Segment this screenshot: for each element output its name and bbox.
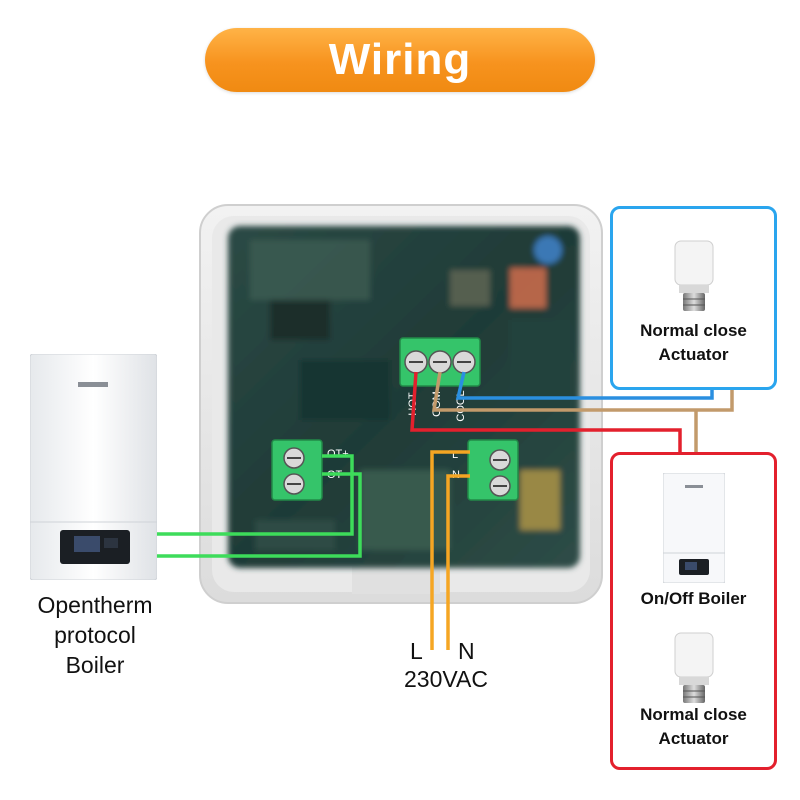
onoff-boiler-image (663, 473, 725, 583)
heating-box-hot: On/Off Boiler Normal close Actuator (610, 452, 777, 770)
wire-green-ot (150, 454, 362, 558)
wire-orange-power (430, 450, 470, 650)
actuator-hot-line-1: Normal close (640, 705, 747, 724)
opentherm-label-line-3: Boiler (65, 652, 125, 678)
terminal-block-ot (271, 439, 323, 501)
terminal-block-power (467, 439, 519, 501)
terminal-label-cool: COOL (455, 390, 467, 421)
wire-red-hot (410, 371, 682, 452)
terminal-label-ot-plus: OT+ (327, 448, 349, 460)
onoff-boiler-label: On/Off Boiler (640, 589, 747, 608)
power-voltage-label: 230VAC (404, 666, 488, 692)
actuator-cool-line-1: Normal close (640, 321, 747, 340)
terminal-block-top (399, 337, 481, 387)
opentherm-boiler-label: Opentherm protocol Boiler (10, 590, 180, 680)
power-n-label: N (458, 638, 475, 664)
page-title: Wiring (328, 35, 472, 84)
terminal-label-l: L (452, 449, 458, 461)
power-labels: L N (404, 638, 494, 668)
title-pill: Wiring (205, 28, 595, 92)
opentherm-boiler-image (29, 353, 158, 581)
power-l-label: L (410, 638, 423, 664)
wire-brown-com (431, 371, 734, 412)
actuator-box-cool: Normal close Actuator (610, 206, 777, 390)
actuator-hot-line-2: Actuator (658, 729, 729, 748)
actuator-cool-line-2: Actuator (658, 345, 729, 364)
opentherm-label-line-2: protocol (54, 622, 136, 648)
opentherm-label-line-1: Opentherm (37, 592, 153, 618)
actuator-icon (674, 632, 714, 703)
actuator-icon (674, 240, 714, 311)
wire-blue-cool (455, 371, 714, 400)
